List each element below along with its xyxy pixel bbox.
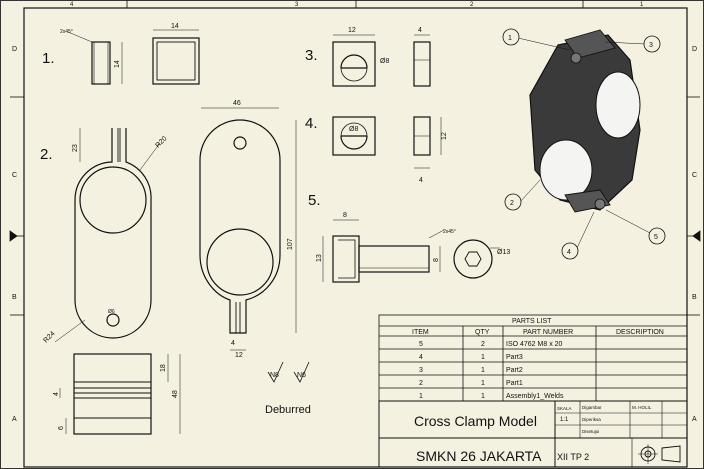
parts-list-title: PARTS LIST [512,318,552,325]
part1-label: 1. [42,50,55,67]
part4-label: 4. [305,115,318,132]
zone-left-d: D [12,46,17,53]
part2-side-dim-4: 4 [53,392,60,396]
part2-slot-dim-4: 4 [231,340,235,347]
part2-dim-23: 23 [72,144,79,152]
zone-left-c: C [12,172,17,179]
part2-front-view [199,107,297,351]
scale-label: SKALA [557,406,572,411]
part2-radius-top: R20 [154,135,168,149]
part1-views [67,29,200,85]
parts-list-row-5-part-number: Assembly1_Welds [506,393,564,400]
zone-top-2: 2 [470,2,474,8]
part3-side-width-dim: 4 [418,27,422,34]
zone-right-d: D [692,46,697,53]
parts-list-row-3-qty: 1 [481,367,485,374]
zone-right-b: B [692,294,697,301]
part2-slot-dim-12: 12 [235,352,243,359]
sign-label-drawn: Digambar [582,405,602,410]
parts-list-row-5-qty: 1 [481,393,485,400]
part2-height-dim: 107 [287,238,294,250]
inner-frame [23,7,688,468]
zone-right-c: C [692,172,697,179]
part1-chamfer-dim: 2x45° [60,29,73,35]
sign-label-approved: Disetujui [582,429,599,434]
part1-width-dim: 14 [171,23,179,30]
drawing-title: Cross Clamp Model [414,413,537,429]
part2-width-dim: 46 [233,100,241,107]
part2-side-view [54,128,161,343]
part5-head-dia-dim: 13 [316,254,323,262]
class-label: XII TP 2 [557,452,589,462]
deburred-note: Deburred [265,404,311,416]
parts-list-row-1-item: 5 [419,341,423,348]
balloon-2: 2 [510,200,514,207]
title-block-grid [378,400,688,468]
balloon-5: 5 [654,234,658,241]
scale-value: 1:1 [560,417,569,423]
part3-label: 3. [305,47,318,64]
parts-list-header-part-number: PART NUMBER [523,329,573,336]
assembly-isometric-view [517,29,651,249]
part1-height-dim: 14 [114,60,121,68]
zone-left-b: B [12,294,17,301]
drawn-by-name: M. HOLIL [632,405,652,410]
parts-list-row-3-part-number: Part2 [506,367,523,374]
part3-views [332,34,431,87]
part3-width-dim: 12 [348,27,356,34]
part5-head-length-dim: 8 [343,212,347,219]
zone-left-a: A [12,416,17,423]
parts-list-row-5-item: 1 [419,393,423,400]
part5-end-dia-dim: Ø13 [497,249,510,256]
parts-list-row-2-item: 4 [419,354,423,361]
part5-chamfer-dim: 2x45° [443,229,456,235]
part5-shaft-dia-dim: 8 [433,258,440,262]
parts-list-row-4-qty: 1 [481,380,485,387]
part4-side-height-dim: 12 [441,132,448,140]
part2-side-dim-18: 18 [160,364,167,372]
balloon-4: 4 [567,249,571,256]
parts-list-row-2-part-number: Part3 [506,354,523,361]
parts-list-row-2-qty: 1 [481,354,485,361]
parts-list-row-3-item: 3 [419,367,423,374]
zone-top-3: 3 [295,2,299,8]
part5-views [322,219,500,283]
part2-hole-dim: Ø6 [108,309,115,315]
surface-symbol-n8: N8 [270,372,279,379]
part3-hole-dim: Ø8 [380,58,389,65]
parts-list-row-1-qty: 2 [481,341,485,348]
part5-label: 5. [308,192,321,209]
part4-hole-dim: Ø8 [349,126,358,133]
surface-finish-symbols [267,361,310,383]
parts-list-header-description: DESCRIPTION [616,329,664,336]
part2-side-dim-48: 48 [172,390,179,398]
part4-views [332,116,442,169]
zone-top-1: 1 [640,2,644,8]
sign-label-checked: Diperiksa [582,417,601,422]
part2-label: 2. [40,146,53,163]
surface-symbol-n6: N6 [297,372,306,379]
school-name: SMKN 26 JAKARTA [416,448,542,464]
zone-markers [9,0,701,316]
zone-top-4: 4 [70,2,74,8]
parts-list-header-qty: QTY [475,329,490,336]
parts-list-header-item: ITEM [412,329,429,336]
balloon-3: 3 [649,42,653,49]
projection-symbol-icon [638,444,681,464]
part2-radius-bottom: R24 [42,330,56,344]
balloon-1: 1 [508,35,512,42]
parts-list-grid [378,314,688,402]
parts-list-row-4-part-number: Part1 [506,380,523,387]
parts-list-row-4-item: 2 [419,380,423,387]
balloons [502,28,666,260]
part2-side-dim-6: 6 [58,426,65,430]
parts-list-row-1-part-number: ISO 4762 M8 x 20 [506,341,563,348]
part2-bottom-view [59,353,181,435]
zone-right-a: A [692,416,697,423]
part4-side-width-dim: 4 [419,177,423,184]
